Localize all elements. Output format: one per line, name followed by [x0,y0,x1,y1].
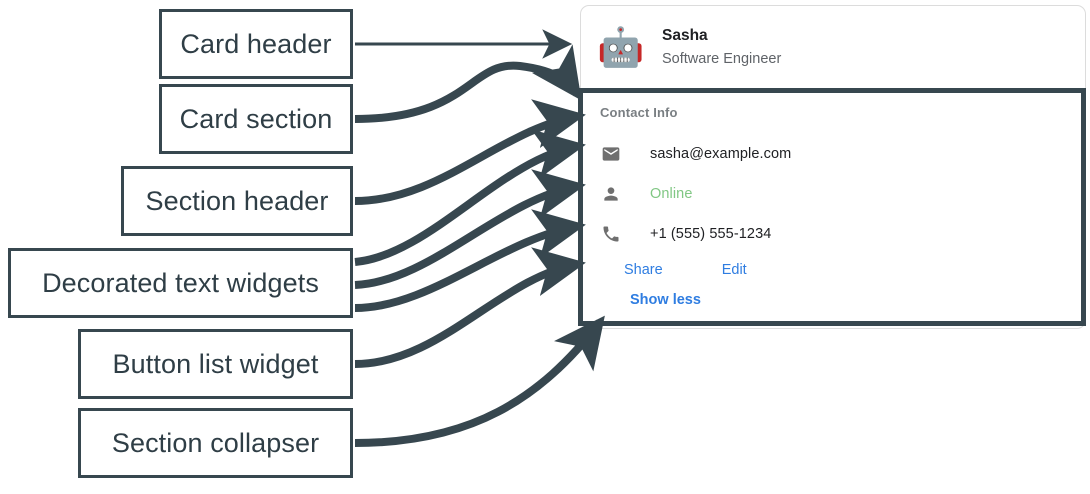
phone-value: +1 (555) 555-1234 [650,226,772,242]
arrow-card-section [354,44,582,123]
arrow-section-header [354,99,586,205]
decorated-text-row-email: sasha@example.com [600,134,1081,174]
card-subtitle: Software Engineer [662,50,782,67]
annotation-label-text: Section collapser [111,427,320,458]
edit-button[interactable]: Edit [721,262,747,278]
annotation-label-text: Section header [145,185,329,216]
annotation-label-card-section: Card section [159,84,353,154]
button-list-widget: Share Edit [600,262,1081,278]
status-value: Online [650,186,693,202]
annotation-label-section-header: Section header [121,166,353,236]
robot-emoji-avatar: 🤖 [597,26,645,69]
annotation-label-text: Card section [179,103,333,134]
annotation-label-button-list-widget: Button list widget [78,329,353,399]
email-value: sasha@example.com [650,146,792,162]
annotation-label-text: Card header [180,28,332,59]
card-header: 🤖 Sasha Software Engineer [581,6,1085,89]
arrow-decorated-text-phone [354,209,586,312]
arrow-button-list [354,247,586,368]
annotation-label-text: Button list widget [112,348,319,379]
annotation-label-decorated-text-widgets: Decorated text widgets [8,248,353,318]
annotation-label-card-header: Card header [159,9,353,79]
person-icon [600,183,622,205]
arrow-decorated-text-email [354,129,586,266]
card-header-text: Sasha Software Engineer [662,26,781,70]
annotation-label-section-collapser: Section collapser [78,408,353,478]
card-title: Sasha [662,26,708,44]
card-section: Contact Info sasha@example.com Online [583,93,1081,321]
section-header-title: Contact Info [600,105,678,120]
arrow-decorated-text-status [354,169,586,289]
arrow-section-collapser [354,315,605,447]
section-collapser-button[interactable]: Show less [630,292,701,308]
decorated-text-row-phone: +1 (555) 555-1234 [600,214,1081,254]
phone-icon [600,223,622,245]
annotation-label-text: Decorated text widgets [42,267,319,298]
email-icon [600,143,622,165]
decorated-text-row-status: Online [600,174,1081,214]
share-button[interactable]: Share [624,262,663,278]
